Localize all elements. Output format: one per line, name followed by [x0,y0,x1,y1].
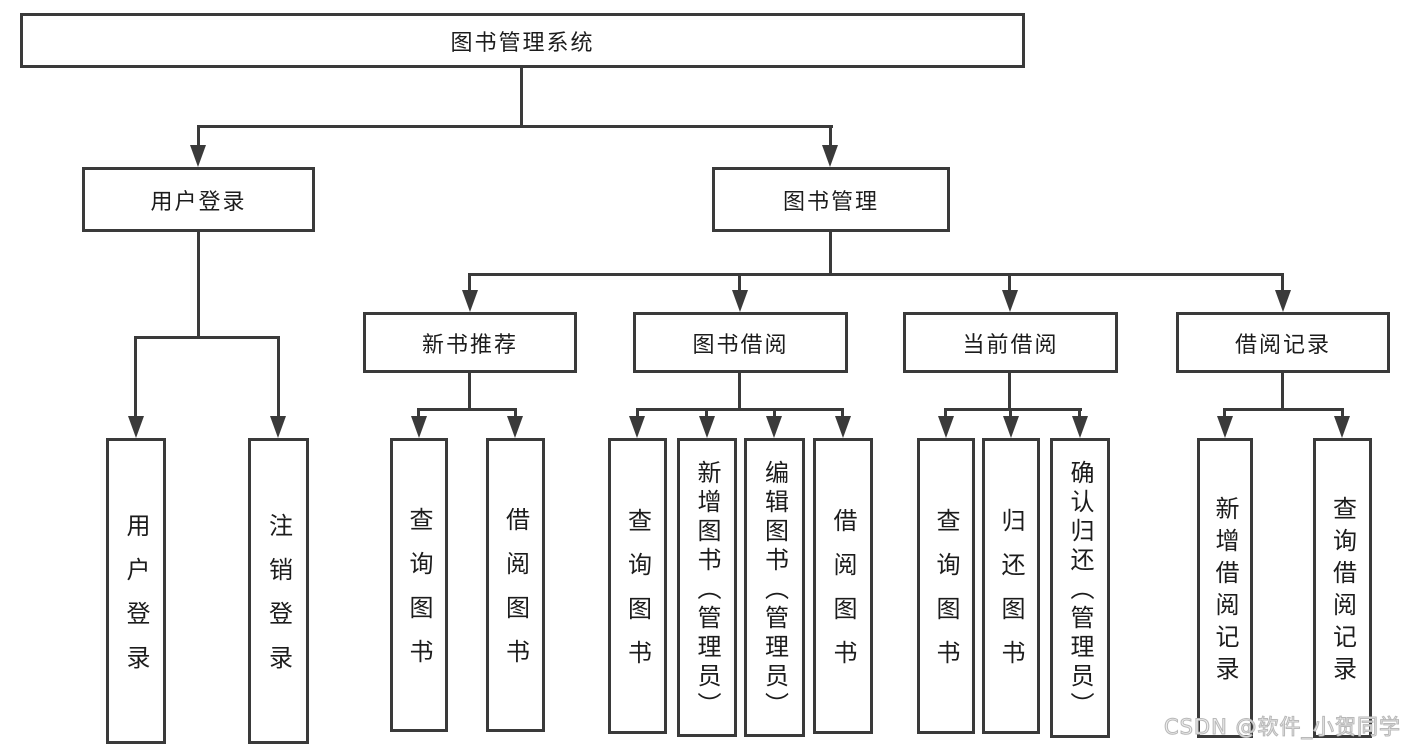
connector-line [636,408,844,411]
node-root: 图书管理系统 [20,13,1025,68]
node-user-login: 用户登录 [82,167,315,232]
arrow-down-icon [1334,416,1350,438]
connector-line [841,408,844,420]
connector-line [1078,408,1081,420]
node-current-borrow: 当前借阅 [903,312,1118,373]
node-book-borrow: 图书借阅 [633,312,848,373]
connector-line [514,408,517,420]
leaf-borrow-books-recommend: 借阅图书 [486,438,545,732]
arrow-down-icon [128,416,144,438]
connector-line [520,68,523,127]
leaf-add-book-admin-label: 新增图书（管理员） [693,459,721,721]
connector-line [636,408,639,420]
arrow-down-icon [1275,290,1291,312]
arrow-down-icon [270,416,286,438]
connector-line [773,408,776,420]
node-current-borrow-label: 当前借阅 [962,332,1059,358]
leaf-user-login-label: 用户登录 [122,513,150,689]
connector-line [417,408,420,420]
connector-line [197,125,200,149]
node-user-login-label: 用户登录 [150,189,247,215]
node-root-label: 图书管理系统 [450,30,595,56]
connector-line [1223,408,1344,411]
arrow-down-icon [938,416,954,438]
connector-line [705,408,708,420]
leaf-query-books-borrow-label: 查询图书 [623,508,652,684]
connector-line [1341,408,1344,420]
arrow-down-icon [190,145,206,167]
connector-line [197,232,200,338]
connector-line [277,336,280,420]
node-book-management: 图书管理 [712,167,950,232]
connector-line [738,273,741,293]
leaf-borrow-books-borrow: 借阅图书 [813,438,873,734]
arrow-down-icon [699,416,715,438]
connector-line [829,125,832,149]
connector-line [944,408,1082,411]
arrow-down-icon [732,290,748,312]
connector-line [944,408,947,420]
node-book-borrow-label: 图书借阅 [692,332,789,358]
leaf-add-book-admin: 新增图书（管理员） [677,438,737,737]
node-book-management-label: 图书管理 [782,189,879,215]
connector-line [468,273,471,293]
arrow-down-icon [462,290,478,312]
connector-line [1281,373,1284,411]
leaf-query-borrow-record-label: 查询借阅记录 [1328,496,1357,688]
arrow-down-icon [1003,416,1019,438]
arrow-down-icon [822,145,838,167]
csdn-watermark: CSDN @软件_小贺同学 [1163,715,1401,740]
connector-line [468,373,471,411]
node-borrow-records: 借阅记录 [1176,312,1390,373]
arrow-down-icon [766,416,782,438]
connector-line [134,336,137,420]
leaf-edit-book-admin-label: 编辑图书（管理员） [760,459,789,721]
leaf-add-borrow-record: 新增借阅记录 [1197,438,1253,738]
leaf-return-book-label: 归还图书 [997,508,1025,684]
leaf-add-borrow-record-label: 新增借阅记录 [1211,496,1239,688]
connector-line [1008,373,1011,411]
leaf-confirm-return-admin-label: 确认归还（管理员） [1066,460,1094,721]
leaf-borrow-books-recommend-label: 借阅图书 [501,507,530,683]
connector-line [1281,273,1284,293]
connector-line [197,125,833,128]
leaf-query-borrow-record: 查询借阅记录 [1313,438,1372,738]
node-new-book-recommend: 新书推荐 [363,312,577,373]
arrow-down-icon [629,416,645,438]
leaf-logout: 注销登录 [248,438,309,744]
leaf-edit-book-admin: 编辑图书（管理员） [744,438,805,737]
connector-line [468,273,1284,276]
leaf-return-book: 归还图书 [982,438,1040,734]
leaf-confirm-return-admin: 确认归还（管理员） [1050,438,1110,738]
arrow-down-icon [1072,416,1088,438]
leaf-query-books-recommend: 查询图书 [390,438,448,732]
arrow-down-icon [1002,290,1018,312]
leaf-query-books-recommend-label: 查询图书 [405,507,433,683]
connector-line [1008,273,1011,293]
connector-line [134,336,280,339]
arrow-down-icon [411,416,427,438]
leaf-query-books-current-label: 查询图书 [932,508,960,684]
leaf-user-login: 用户登录 [106,438,166,744]
connector-line [1223,408,1226,420]
leaf-borrow-books-borrow-label: 借阅图书 [829,508,857,684]
connector-line [1009,408,1012,420]
arrow-down-icon [835,416,851,438]
node-borrow-records-label: 借阅记录 [1234,332,1331,358]
leaf-query-books-current: 查询图书 [917,438,975,734]
arrow-down-icon [507,416,523,438]
leaf-query-books-borrow: 查询图书 [608,438,667,734]
arrow-down-icon [1217,416,1233,438]
node-new-book-recommend-label: 新书推荐 [421,332,518,358]
leaf-logout-label: 注销登录 [264,513,293,689]
connector-line [738,373,741,411]
connector-line [417,408,517,411]
connector-line [829,232,832,276]
